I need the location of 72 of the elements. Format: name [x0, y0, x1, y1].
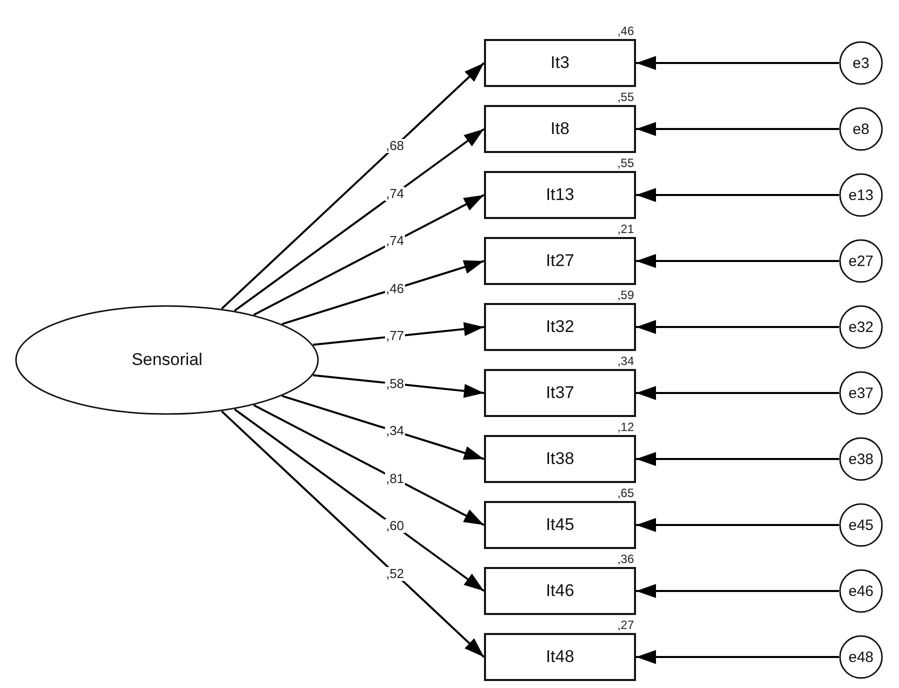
node-label: e3	[852, 54, 870, 72]
edge-label: ,52	[384, 566, 406, 581]
arrow	[221, 62, 485, 310]
arrow	[636, 122, 839, 136]
arrow	[253, 404, 484, 526]
node-label: It3	[550, 53, 570, 73]
edge-label: ,74	[384, 186, 406, 201]
node-label: It46	[546, 581, 574, 601]
node-label: It13	[546, 185, 574, 205]
error-term-circle	[839, 635, 883, 679]
arrow	[282, 394, 484, 460]
node-label: It32	[546, 317, 574, 337]
node-label: It37	[546, 383, 574, 403]
error-term-circle	[839, 239, 883, 283]
edge-label: ,46	[384, 282, 406, 296]
r-squared-value: ,59	[617, 288, 634, 302]
r-squared-value: ,55	[617, 90, 634, 104]
edge-label: ,58	[384, 376, 406, 391]
arrow	[234, 128, 485, 312]
r-squared-value: ,65	[617, 486, 634, 500]
edge-label: ,74	[384, 234, 406, 248]
arrow	[253, 194, 484, 316]
arrow	[312, 322, 484, 346]
edge-label: ,60	[384, 519, 406, 534]
node-label: It8	[550, 119, 570, 139]
arrow	[636, 584, 839, 598]
edge-label: ,81	[384, 472, 406, 486]
error-term-circle	[839, 371, 883, 415]
node-label: It27	[546, 251, 574, 271]
arrow	[282, 260, 484, 326]
edge-label: ,68	[384, 139, 406, 154]
arrow	[234, 408, 485, 592]
node-label: e37	[848, 384, 874, 402]
r-squared-value: ,55	[617, 156, 634, 170]
arrow	[636, 56, 839, 70]
r-squared-value: ,36	[617, 552, 634, 566]
node-label: e38	[848, 450, 874, 468]
node-label: Sensorial	[132, 350, 202, 370]
arrow	[312, 374, 484, 398]
arrow	[636, 254, 839, 268]
error-term-circle	[839, 569, 883, 613]
error-term-circle	[839, 437, 883, 481]
r-squared-value: ,21	[617, 222, 634, 236]
error-term-circle	[839, 107, 883, 151]
node-label: e32	[848, 318, 874, 336]
node-label: It48	[546, 647, 574, 667]
latent-variable-ellipse	[15, 305, 319, 415]
node-label: e46	[848, 582, 874, 600]
node-label: It38	[546, 449, 574, 469]
node-label: e27	[848, 252, 874, 270]
arrow	[221, 410, 485, 658]
arrow	[636, 452, 839, 466]
node-label: e8	[852, 120, 870, 138]
error-term-circle	[839, 305, 883, 349]
node-label: e45	[848, 516, 874, 534]
error-term-circle	[839, 41, 883, 85]
node-label: e48	[848, 648, 874, 666]
r-squared-value: ,34	[617, 354, 634, 368]
r-squared-value: ,12	[617, 420, 634, 434]
node-label: It45	[546, 515, 574, 535]
arrow	[636, 518, 839, 532]
arrow	[636, 386, 839, 400]
arrow	[636, 188, 839, 202]
arrow	[636, 650, 839, 664]
r-squared-value: ,46	[617, 24, 634, 38]
arrow	[636, 320, 839, 334]
r-squared-value: ,27	[617, 618, 634, 632]
error-term-circle	[839, 503, 883, 547]
node-label: e13	[848, 186, 874, 204]
edge-label: ,34	[384, 424, 406, 438]
edge-label: ,77	[384, 329, 406, 344]
error-term-circle	[839, 173, 883, 217]
